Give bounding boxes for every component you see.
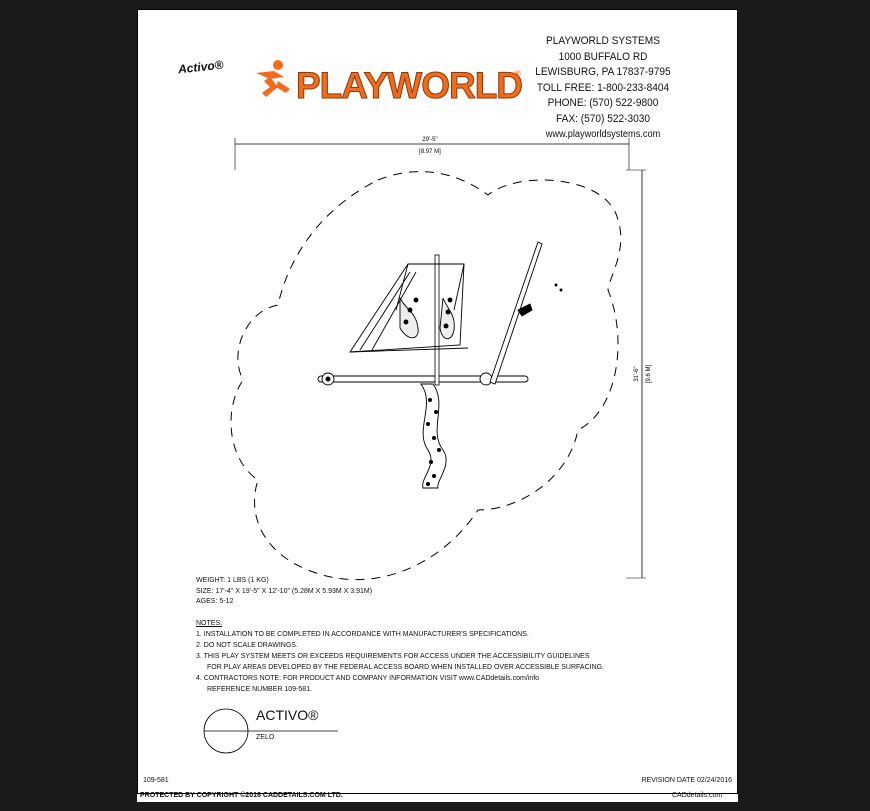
drawing-sheet: Activo® PLAYWORLD ® PLAYWORLD SYSTEMS 10… <box>137 9 738 794</box>
note-2: 2. DO NOT SCALE DRAWINGS. <box>196 642 298 649</box>
revision-date: REVISION DATE 02/24/2016 <box>641 777 732 784</box>
diagonal-climber <box>489 241 563 385</box>
company-address2: LEWISBURG, PA 17837-9795 <box>535 66 671 78</box>
company-fax: FAX: (570) 522-3030 <box>556 112 650 125</box>
plan-drawing: 29'-5" [8.97 M] 31'-6" [9.6 M] <box>203 137 652 754</box>
registered-mark: ® <box>514 69 521 79</box>
height-dimension: 31'-6" [9.6 M] <box>626 169 652 579</box>
spec-weight: WEIGHT: 1 LBS (1 KG) <box>196 577 269 584</box>
product-title: ACTIVO® <box>256 707 319 723</box>
running-figure-icon <box>256 60 290 97</box>
note-3: 3. THIS PLAY SYSTEM MEETS OR EXCEEDS REQ… <box>196 653 590 660</box>
notes-heading: NOTES: <box>196 620 223 627</box>
company-phone: PHONE: (570) 522-9800 <box>547 97 659 109</box>
note-4: 4. CONTRACTORS NOTE: FOR PRODUCT AND COM… <box>196 675 540 682</box>
spec-size: SIZE: 17'-4" X 19'-5" X 12'-10" (5.28M X… <box>196 587 373 595</box>
note-1: 1. INSTALLATION TO BE COMPLETED IN ACCOR… <box>196 631 529 638</box>
note-4-continued: REFERENCE NUMBER 109-581. <box>207 686 313 693</box>
copyright-footer: PROTECTED BY COPYRIGHT ©2016 CADDETAILS.… <box>140 792 343 799</box>
width-imperial-label: 29'-5" <box>422 137 437 143</box>
notes-section: NOTES: 1. INSTALLATION TO BE COMPLETED I… <box>196 618 604 695</box>
height-metric-label: [9.6 M] <box>646 364 652 383</box>
company-toll-free: TOLL FREE: 1-800-233-8404 <box>536 81 670 94</box>
playworld-wordmark: PLAYWORLD <box>295 65 523 107</box>
climbing-frame <box>349 263 469 353</box>
note-3-continued: FOR PLAY AREAS DEVELOPED BY THE FEDERAL … <box>207 664 605 671</box>
main-beam <box>317 372 529 386</box>
center-post <box>434 254 440 386</box>
title-block-symbol <box>203 708 338 754</box>
caddetails-footer[interactable]: CADdetails.com <box>672 792 723 799</box>
spec-ages: AGES: 5-12 <box>196 598 234 605</box>
use-zone-dashed <box>230 171 622 581</box>
company-info: PLAYWORLD SYSTEMS 1000 BUFFALO RD LEWISB… <box>516 34 691 143</box>
company-name: PLAYWORLD SYSTEMS <box>546 35 660 47</box>
height-imperial-label: 31'-6" <box>634 366 640 381</box>
sheet-code: 109-581 <box>143 777 169 784</box>
brand-logo: Activo® PLAYWORLD ® <box>177 55 528 115</box>
company-website: www.playworldsystems.com <box>545 129 661 140</box>
product-specs: WEIGHT: 1 LBS (1 KG) SIZE: 17'-4" X 19'-… <box>196 576 372 608</box>
wavy-climbing-wall <box>420 383 447 489</box>
company-address1: 1000 BUFFALO RD <box>558 50 648 63</box>
width-metric-label: [8.97 M] <box>419 149 441 155</box>
product-model: ZELO <box>256 734 275 741</box>
width-dimension: 29'-5" [8.97 M] <box>234 137 630 170</box>
